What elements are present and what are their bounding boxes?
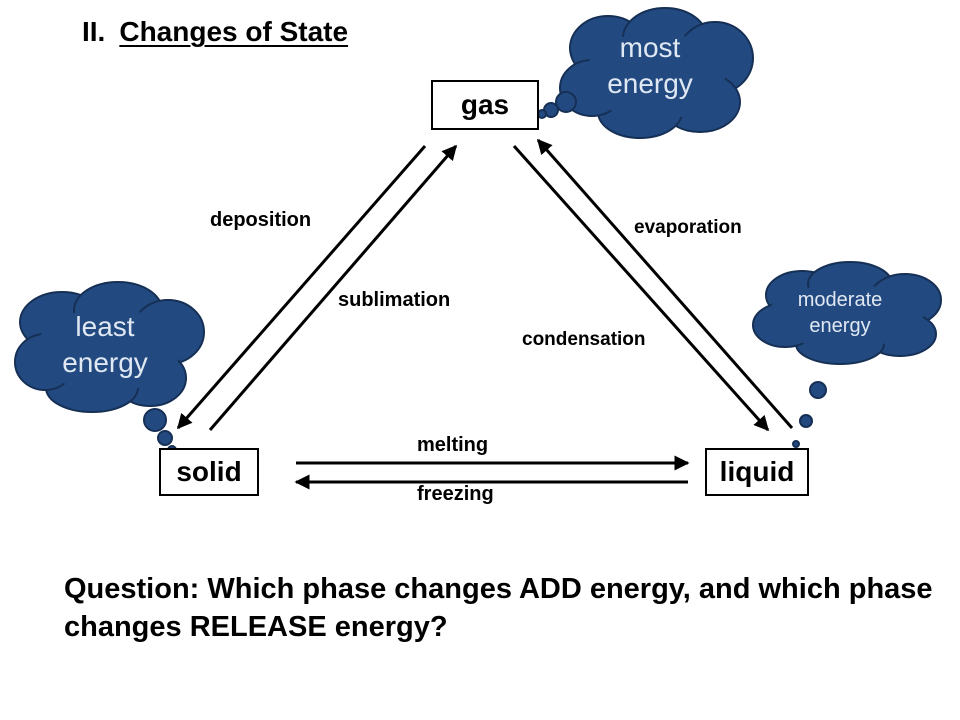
cloud-least-text: least energy (45, 309, 165, 382)
cloud-moderate-text: moderate energy (775, 287, 905, 339)
state-solid-label: solid (176, 456, 242, 487)
cloud-moderate-line1: moderate (797, 289, 883, 311)
label-melting: melting (417, 434, 489, 456)
cloud-moderate-energy (752, 261, 942, 448)
cloud-least-energy (14, 281, 205, 455)
deposition-arrow (176, 145, 427, 430)
state-gas-label: gas (460, 89, 510, 120)
state-liquid-box: liquid (705, 448, 809, 496)
cloud-most-text: most energy (590, 30, 710, 103)
label-condensation: condensation (522, 329, 646, 350)
question-text: Question: Which phase changes ADD energy… (64, 573, 933, 643)
label-sublimation: sublimation (338, 289, 451, 311)
state-liquid-label: liquid (719, 456, 795, 487)
cloud-most-line1: most (619, 32, 681, 63)
state-gas-box: gas (431, 80, 539, 130)
page-heading: II. Changes of State (82, 16, 348, 48)
evaporation-arrow (536, 138, 794, 429)
cloud-most-energy (537, 7, 754, 139)
heading-title: Changes of State (119, 16, 349, 47)
label-freezing: freezing (417, 483, 494, 505)
sublimation-arrow (208, 144, 458, 431)
heading-number: II. (82, 16, 106, 47)
condensation-arrow (512, 145, 770, 432)
label-evaporation: evaporation (634, 217, 742, 238)
cloud-least-line2: energy (62, 347, 148, 379)
cloud-least-line1: least (75, 311, 135, 342)
label-deposition: deposition (210, 209, 312, 231)
state-solid-box: solid (159, 448, 259, 496)
cloud-most-line2: energy (607, 68, 693, 100)
cloud-moderate-line2: energy (809, 315, 871, 337)
